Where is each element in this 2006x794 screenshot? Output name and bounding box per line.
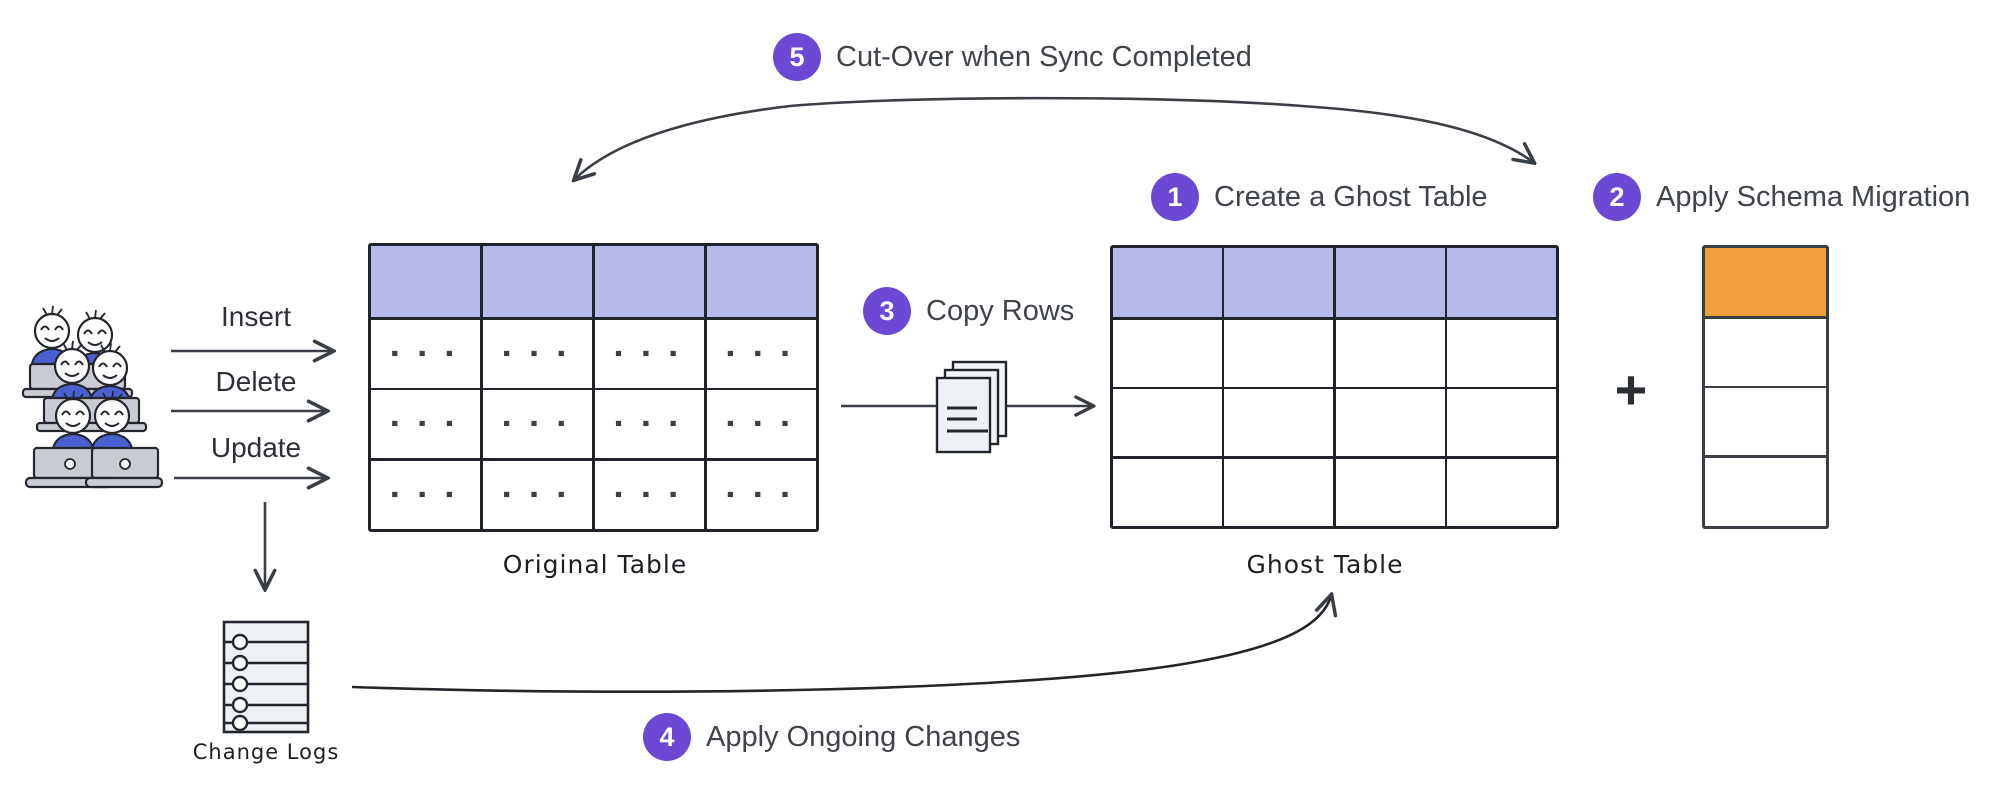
op-delete-label: Delete (215, 366, 297, 397)
table-cell (1113, 389, 1222, 456)
table-cell: ▪ ▪ ▪ (371, 319, 481, 388)
cutover-arrow (575, 96, 1533, 179)
step-4-label: Apply Ongoing Changes (706, 720, 1021, 753)
table-cell: ▪ ▪ ▪ (371, 460, 481, 529)
original-table-caption: Original Table (502, 550, 688, 579)
header-cell (1113, 248, 1222, 317)
step-1-badge: 1 (1151, 173, 1199, 221)
apply-changes-arrow (351, 596, 1331, 693)
step-2-label: Apply Schema Migration (1656, 180, 1971, 213)
table-cell (1335, 319, 1445, 387)
table-cell (1335, 389, 1445, 456)
table-cell (1705, 388, 1826, 455)
table-cell (1224, 458, 1334, 526)
header-cell (1224, 248, 1334, 317)
step-5-badge: 5 (773, 33, 821, 81)
table-cell (1224, 389, 1334, 456)
step-4: 4 Apply Ongoing Changes (643, 713, 1020, 761)
header-cell (482, 246, 593, 317)
header-cell (371, 246, 481, 317)
table-cell: ▪ ▪ ▪ (706, 460, 816, 529)
table-cell: ▪ ▪ ▪ (594, 319, 705, 388)
table-cell: ▪ ▪ ▪ (706, 390, 816, 458)
plus-sign: + (1614, 358, 1648, 421)
step-3-label: Copy Rows (926, 294, 1075, 327)
table-cell (1447, 319, 1556, 387)
step-5: 5 Cut-Over when Sync Completed (773, 33, 1252, 81)
table-cell (1447, 389, 1556, 456)
table-cell: ▪ ▪ ▪ (594, 460, 705, 529)
users-icon (21, 304, 164, 489)
step-1-label: Create a Ghost Table (1214, 180, 1488, 213)
table-cell (1705, 457, 1826, 526)
table-cell: ▪ ▪ ▪ (371, 390, 481, 458)
table-cell (1224, 319, 1334, 387)
step-3: 3 Copy Rows (863, 287, 1074, 335)
header-cell (1447, 248, 1556, 317)
step-2: 2 Apply Schema Migration (1593, 173, 1970, 221)
change-logs-icon (222, 620, 310, 734)
table-cell (1705, 318, 1826, 386)
table-cell: ▪ ▪ ▪ (482, 390, 593, 458)
header-cell (1335, 248, 1445, 317)
table-cell (1113, 458, 1222, 526)
step-4-badge: 4 (643, 713, 691, 761)
table-cell: ▪ ▪ ▪ (482, 319, 593, 388)
ghost-table-caption: Ghost Table (1246, 550, 1404, 579)
step-2-badge: 2 (1593, 173, 1641, 221)
table-cell (1113, 319, 1222, 387)
migration-header-cell (1705, 248, 1826, 316)
documents-icon (935, 360, 1008, 454)
table-cell (1335, 458, 1445, 526)
ghost-table (1110, 245, 1559, 529)
table-cell: ▪ ▪ ▪ (594, 390, 705, 458)
table-cell: ▪ ▪ ▪ (706, 319, 816, 388)
migration-column (1702, 245, 1829, 529)
table-cell (1447, 458, 1556, 526)
step-1: 1 Create a Ghost Table (1151, 173, 1488, 221)
op-insert-label: Insert (220, 301, 292, 332)
step-3-badge: 3 (863, 287, 911, 335)
table-cell: ▪ ▪ ▪ (482, 460, 593, 529)
header-cell (594, 246, 705, 317)
op-update-label: Update (210, 432, 302, 463)
step-5-label: Cut-Over when Sync Completed (836, 40, 1252, 73)
change-logs-caption: Change Logs (192, 740, 340, 764)
original-table: ▪ ▪ ▪ ▪ ▪ ▪ ▪ ▪ ▪ ▪ ▪ ▪ ▪ ▪ ▪ ▪ ▪ ▪ ▪ ▪ … (368, 243, 819, 532)
header-cell (706, 246, 816, 317)
